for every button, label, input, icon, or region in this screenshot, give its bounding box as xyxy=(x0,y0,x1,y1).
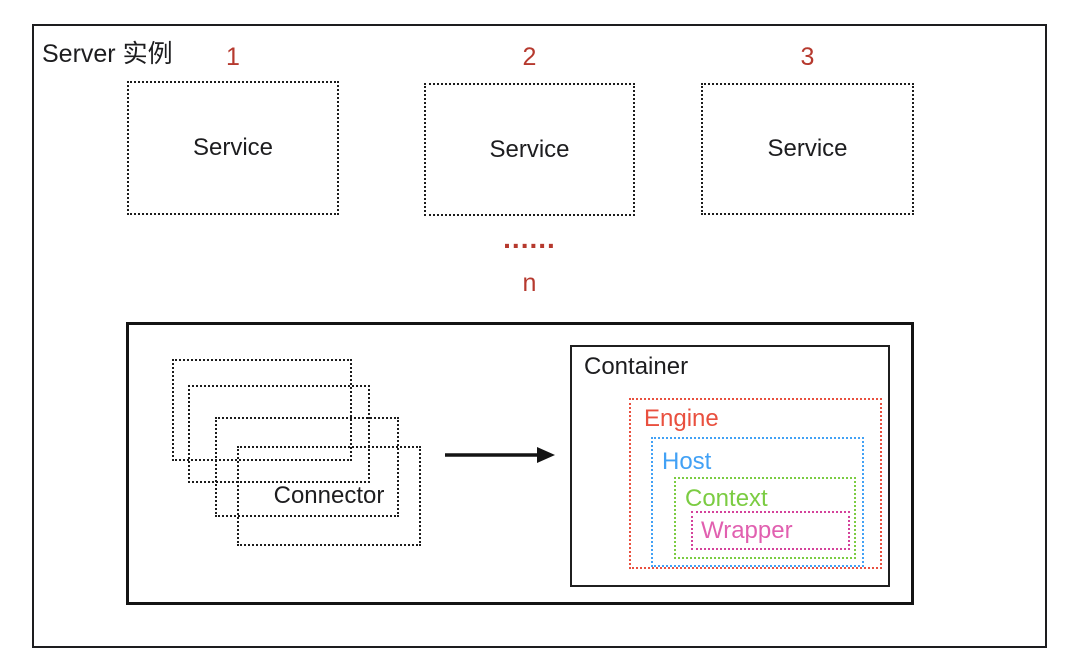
wrapper-label: Wrapper xyxy=(701,517,793,544)
host-box: Host Context Wrapper xyxy=(651,437,864,567)
connector-stack-box-3 xyxy=(215,417,399,517)
service-box-3: Service xyxy=(701,83,914,215)
service-label: Service xyxy=(767,135,848,162)
server-instance-box: Server 实例 1 2 3 Service Service Service … xyxy=(32,24,1047,648)
service-label: Service xyxy=(489,135,570,163)
wrapper-box: Wrapper xyxy=(691,511,850,550)
service-box-2: Service xyxy=(424,83,635,216)
service-box-1: Service xyxy=(127,81,339,215)
service-index-label-2: 2 xyxy=(522,43,537,71)
connector-stack-box-2 xyxy=(188,385,370,483)
service-detail-box: Connector Container Engine Host Context xyxy=(126,322,914,605)
nth-service-label: n xyxy=(522,269,537,297)
engine-box: Engine Host Context Wrapper xyxy=(629,398,882,569)
right-arrow-icon xyxy=(445,447,555,463)
host-label: Host xyxy=(662,448,712,475)
container-label: Container xyxy=(584,353,689,380)
connector-label: Connector xyxy=(273,482,385,509)
service-index-label-3: 3 xyxy=(800,43,815,71)
service-label: Service xyxy=(192,134,274,161)
context-label: Context xyxy=(685,485,768,512)
container-box: Container Engine Host Context Wrapper xyxy=(570,345,890,587)
connector-stack-box-1 xyxy=(172,359,352,461)
service-index-label-1: 1 xyxy=(226,43,240,71)
context-box: Context Wrapper xyxy=(674,477,856,559)
server-instance-label: Server 实例 xyxy=(42,40,173,68)
connector-stack-box-4: Connector xyxy=(237,446,421,546)
more-services-ellipsis: ...... xyxy=(503,223,556,254)
engine-label: Engine xyxy=(644,405,719,432)
